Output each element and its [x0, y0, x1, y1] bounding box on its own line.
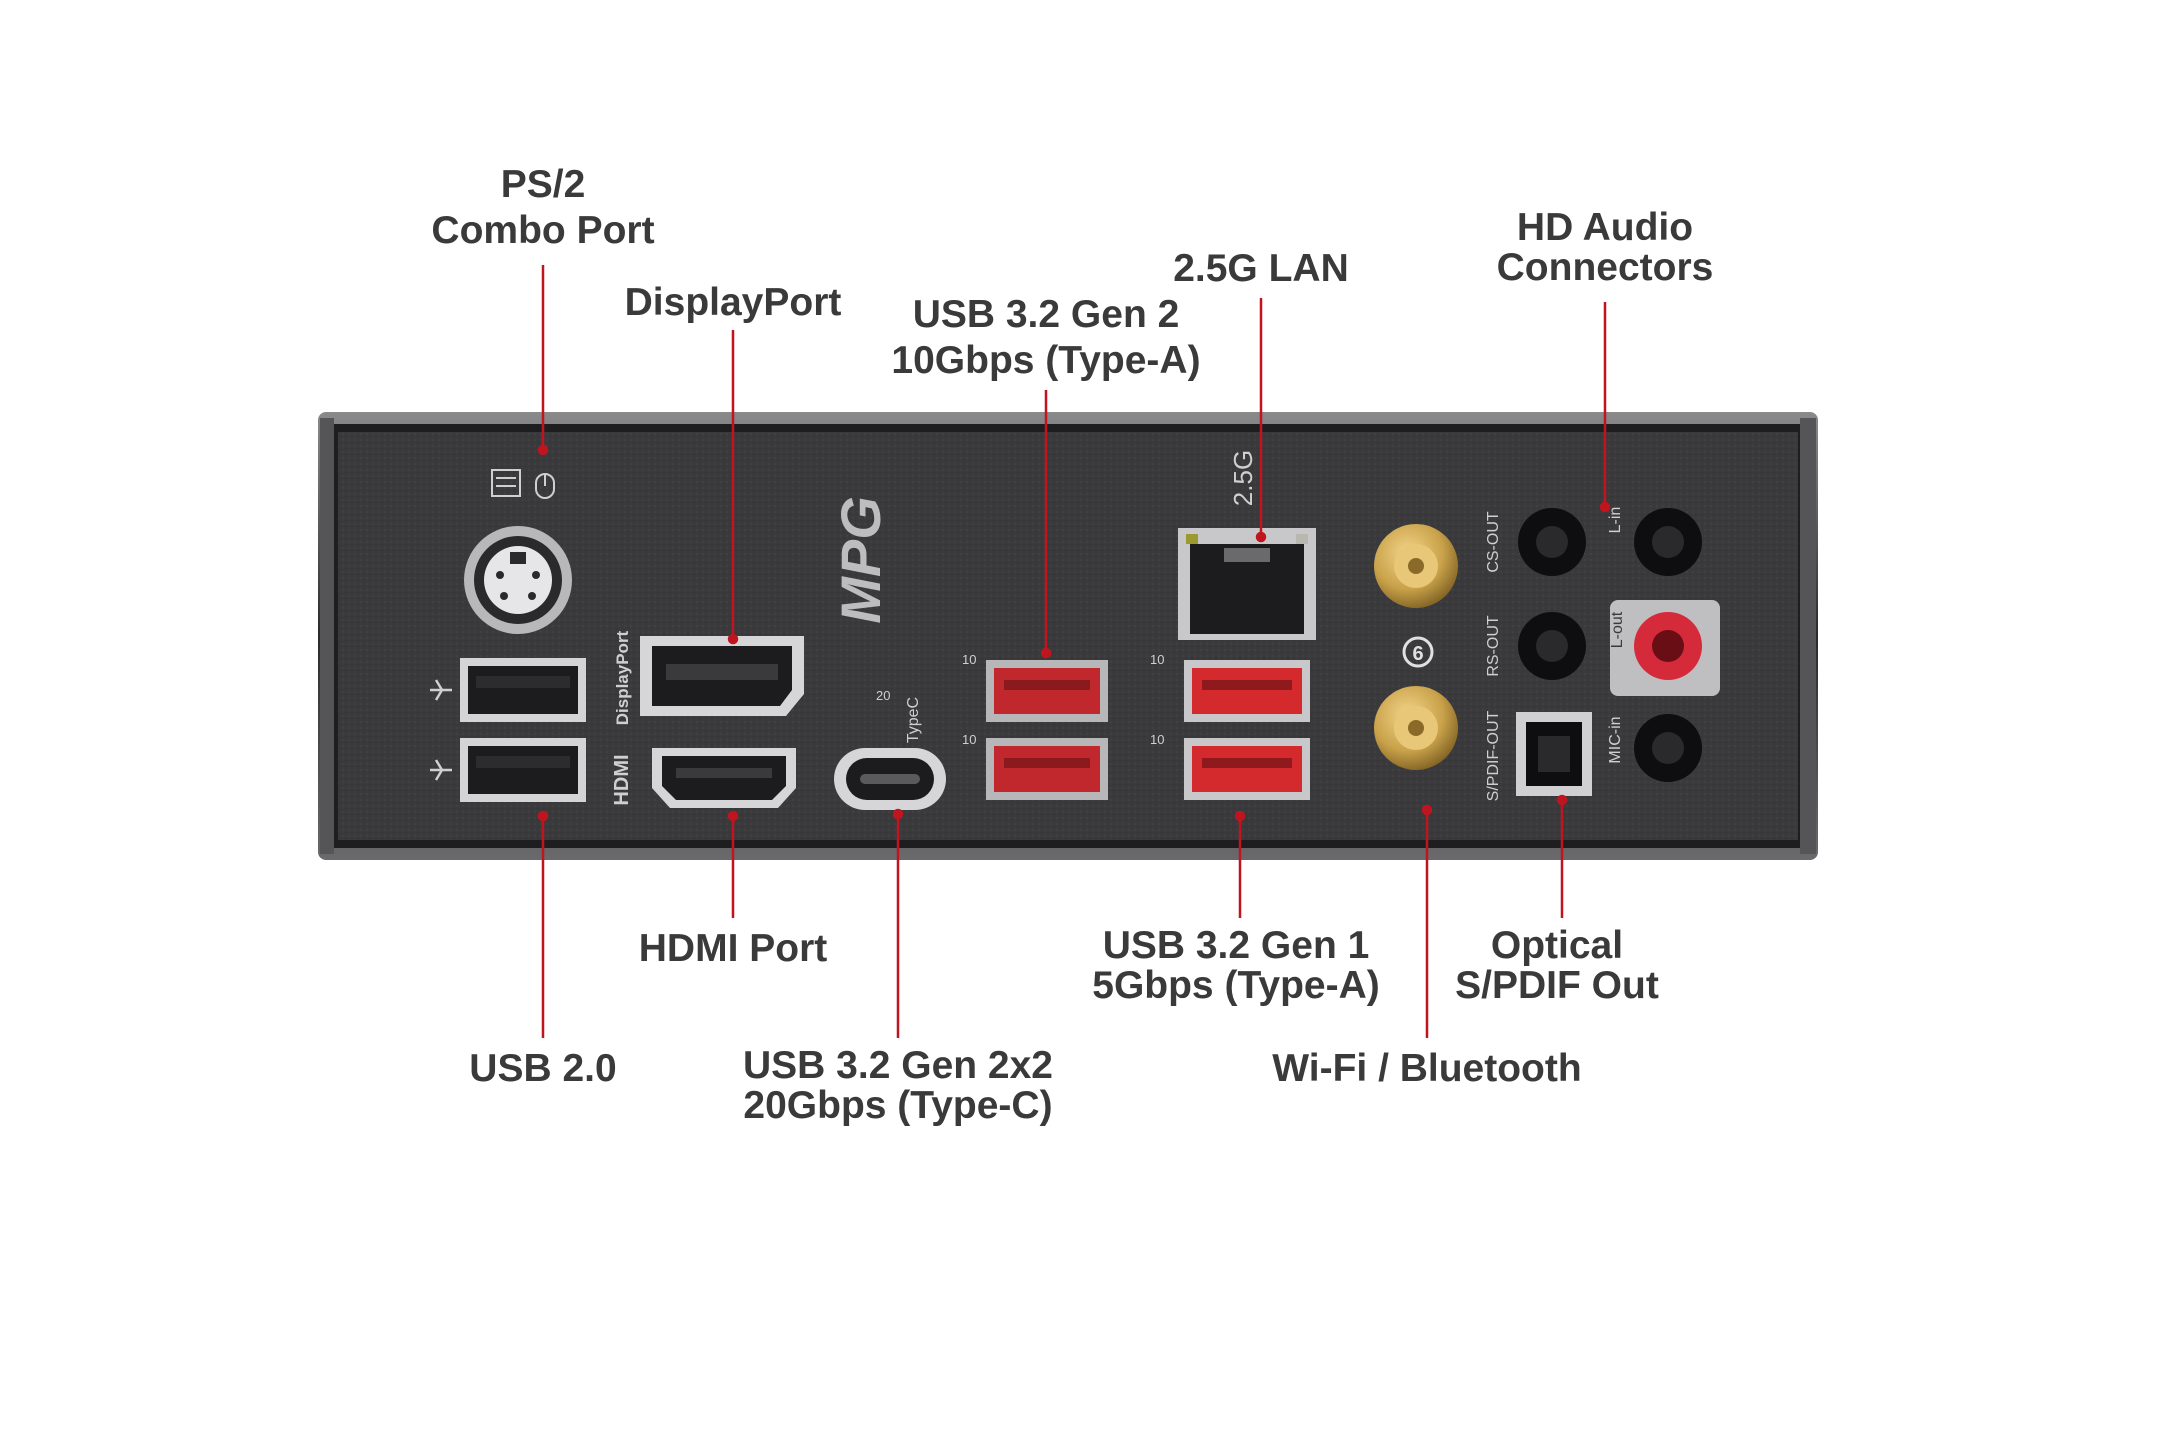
wifi-antenna-connector-bottom — [1374, 686, 1458, 770]
label-wifi-bluetooth: Wi-Fi / Bluetooth — [1237, 1046, 1617, 1092]
panel-spdif-out-print: S/PDIF-OUT — [1485, 710, 1502, 801]
label-usb20: USB 2.0 — [433, 1046, 653, 1092]
label-wifi-line1: Wi-Fi / Bluetooth — [1272, 1047, 1582, 1090]
label-hd-audio-connectors: HD Audio Connectors — [1475, 208, 1735, 288]
usb32gen1-port-top — [1184, 660, 1310, 722]
audio-jack-rs-out — [1518, 612, 1586, 680]
panel-ss20-print: 20 — [876, 688, 890, 703]
wifi6-icon: 6 — [1402, 636, 1434, 668]
wifi-antenna-connector-top — [1374, 524, 1458, 608]
ps2-port — [464, 526, 572, 634]
panel-ss10-gen1-top: 10 — [1150, 652, 1164, 667]
panel-l-out-print: L-out — [1609, 611, 1626, 648]
panel-ss10-gen2-bottom: 10 — [962, 732, 976, 747]
label-displayport-line1: DisplayPort — [624, 281, 842, 324]
lan-port — [1178, 528, 1316, 640]
label-hd-audio-line1: HD Audio — [1516, 206, 1694, 249]
audio-jack-l-out — [1610, 600, 1720, 696]
panel-l-in-print: L-in — [1607, 507, 1624, 534]
usb32gen1-port-bottom — [1184, 738, 1310, 800]
panel-typec-print: TypeC — [905, 697, 922, 743]
label-displayport: DisplayPort — [603, 280, 863, 326]
panel-ss10-gen1-bottom: 10 — [1150, 732, 1164, 747]
label-usb32gen2: USB 3.2 Gen 2 10Gbps (Type-A) — [876, 292, 1216, 384]
label-usb32gen2x2-line2: 20Gbps (Type-C) — [743, 1084, 1053, 1127]
label-hdmi-port: HDMI Port — [613, 926, 853, 972]
keyboard-icon — [491, 469, 521, 497]
mouse-icon — [535, 473, 555, 499]
label-hd-audio-line2: Connectors — [1496, 246, 1714, 289]
label-lan-line1: 2.5G LAN — [1173, 247, 1349, 290]
panel-brand-logo: MPG — [829, 496, 892, 624]
audio-jack-cs-out — [1518, 508, 1586, 576]
label-usb32gen2x2-line1: USB 3.2 Gen 2x2 — [743, 1044, 1053, 1087]
usb20-port-bottom — [460, 738, 586, 802]
panel-hdmi-print: HDMI — [611, 754, 633, 805]
panel-rs-out-print: RS-OUT — [1485, 615, 1502, 677]
usb32gen2-port-top — [986, 660, 1108, 722]
panel-displayport-print: DisplayPort — [613, 630, 632, 725]
panel-mic-in-print: MIC-in — [1607, 716, 1624, 763]
label-usb20-line1: USB 2.0 — [469, 1047, 617, 1090]
label-ps2-combo-port: PS/2 Combo Port — [423, 162, 663, 254]
audio-jack-l-in — [1634, 508, 1702, 576]
label-usb32gen1: USB 3.2 Gen 1 5Gbps (Type-A) — [1066, 926, 1406, 1006]
label-usb32gen2x2: USB 3.2 Gen 2x2 20Gbps (Type-C) — [718, 1046, 1078, 1126]
label-2-5g-lan: 2.5G LAN — [1131, 246, 1391, 292]
label-ps2-line1: PS/2 — [500, 163, 586, 206]
usb-typec-port — [834, 748, 946, 810]
label-optical-line1: Optical — [1490, 924, 1624, 967]
label-hdmi-line1: HDMI Port — [638, 927, 828, 970]
label-ps2-line2: Combo Port — [431, 209, 655, 252]
optical-spdif-port — [1516, 712, 1592, 796]
usb-icon — [430, 679, 452, 781]
usb32gen2-port-bottom — [986, 738, 1108, 800]
panel-lan-speed-print: 2.5G — [1228, 450, 1258, 506]
label-usb32gen1-line2: 5Gbps (Type-A) — [1092, 964, 1380, 1007]
label-usb32gen1-line1: USB 3.2 Gen 1 — [1102, 924, 1370, 967]
displayport-port — [640, 636, 804, 716]
label-usb32gen2-line2: 10Gbps (Type-A) — [891, 339, 1201, 382]
label-usb32gen2-line1: USB 3.2 Gen 2 — [912, 293, 1180, 336]
panel-cs-out-print: CS-OUT — [1485, 511, 1502, 573]
wifi6-icon-label: 6 — [1412, 643, 1423, 665]
usb20-port-top — [460, 658, 586, 722]
hdmi-port — [652, 748, 796, 808]
panel-ss10-gen2-top: 10 — [962, 652, 976, 667]
audio-jack-mic-in — [1634, 714, 1702, 782]
label-optical-line2: S/PDIF Out — [1455, 964, 1659, 1007]
leader-lines — [537, 265, 1611, 1038]
label-optical-spdif-out: Optical S/PDIF Out — [1427, 926, 1687, 1006]
